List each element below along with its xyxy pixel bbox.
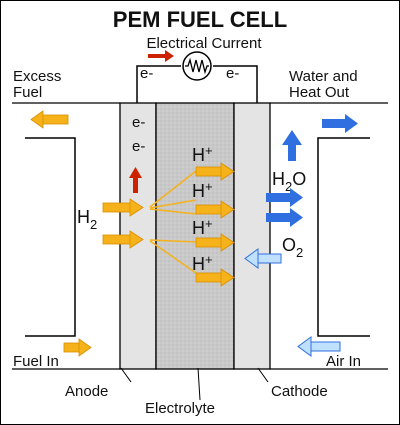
electrolyte-label: Electrolyte: [145, 400, 215, 417]
water-h-symbol: H: [272, 169, 285, 189]
electrolyte-leader-line: [197, 367, 201, 401]
svg-text:H+: H+: [192, 143, 213, 165]
water-label: H2O: [272, 169, 306, 194]
water-subscript: 2: [285, 179, 292, 194]
svg-text:H2O: H2O: [272, 169, 306, 194]
excess-fuel-label-2: Fuel: [13, 84, 42, 101]
air-in-arrow: [297, 336, 341, 357]
diagram-title: PEM FUEL CELL: [113, 7, 287, 32]
hydrogen-subscript: 2: [90, 217, 97, 232]
svg-text:H+: H+: [192, 216, 213, 238]
hydrogen-arrow-lower: [102, 230, 144, 249]
circuit-wire-left: [136, 65, 181, 103]
electron-flow-arrow-top: [148, 50, 174, 62]
proton-label-2: H+: [192, 179, 213, 201]
svg-text:H+: H+: [192, 252, 213, 274]
anode-label: Anode: [65, 383, 108, 400]
fuel-channel-bracket: [25, 137, 76, 337]
cathode-layer: [233, 102, 271, 370]
oxygen-label: O2: [282, 235, 303, 260]
oxygen-subscript: 2: [296, 245, 303, 260]
proton-label-1: H+: [192, 143, 213, 165]
water-out-arrow-1: [266, 188, 303, 207]
fuel-in-label: Fuel In: [13, 353, 59, 370]
hydrogen-label: H2: [77, 207, 97, 232]
electron-label-anode-1: e-: [132, 114, 145, 131]
proton-label-3: H+: [192, 216, 213, 238]
water-up-arrow: [282, 130, 302, 161]
load-resistor-icon: [182, 51, 212, 81]
air-in-label: Air In: [326, 353, 361, 370]
water-o-symbol: O: [292, 169, 306, 189]
cathode-leader-line: [257, 367, 269, 383]
water-heat-out-arrow: [322, 114, 358, 133]
proton-arrow-2: [195, 200, 235, 219]
proton-arrow-4: [195, 268, 235, 287]
electron-label-wire-right: e-: [226, 65, 239, 82]
proton-label-4: H+: [192, 252, 213, 274]
proton-arrow-1: [195, 162, 235, 181]
fuel-in-arrow: [63, 338, 92, 357]
water-out-arrow-2: [266, 208, 303, 227]
electron-label-wire-left: e-: [140, 65, 153, 82]
electrical-current-label: Electrical Current: [146, 35, 262, 52]
anode-leader-line: [120, 367, 132, 383]
air-channel-bracket: [317, 137, 370, 337]
svg-text:H2: H2: [77, 207, 97, 232]
electron-label-anode-2: e-: [132, 138, 145, 155]
water-heat-label-1: Water and: [289, 68, 358, 85]
excess-fuel-label-1: Excess: [13, 68, 61, 85]
proton-arrow-3: [195, 233, 235, 252]
water-heat-label-2: Heat Out: [289, 84, 350, 101]
svg-text:H+: H+: [192, 179, 213, 201]
oxygen-symbol: O: [282, 235, 296, 255]
oxygen-in-arrow: [244, 248, 282, 269]
electron-flow-arrow-up: [129, 167, 142, 193]
circuit-wire-right: [213, 65, 258, 103]
hydrogen-symbol: H: [77, 207, 90, 227]
cathode-label: Cathode: [271, 383, 328, 400]
hydrogen-arrow-upper: [102, 198, 144, 217]
excess-fuel-arrow: [30, 110, 69, 129]
proton-paths: [149, 170, 197, 274]
svg-text:O2: O2: [282, 235, 303, 260]
